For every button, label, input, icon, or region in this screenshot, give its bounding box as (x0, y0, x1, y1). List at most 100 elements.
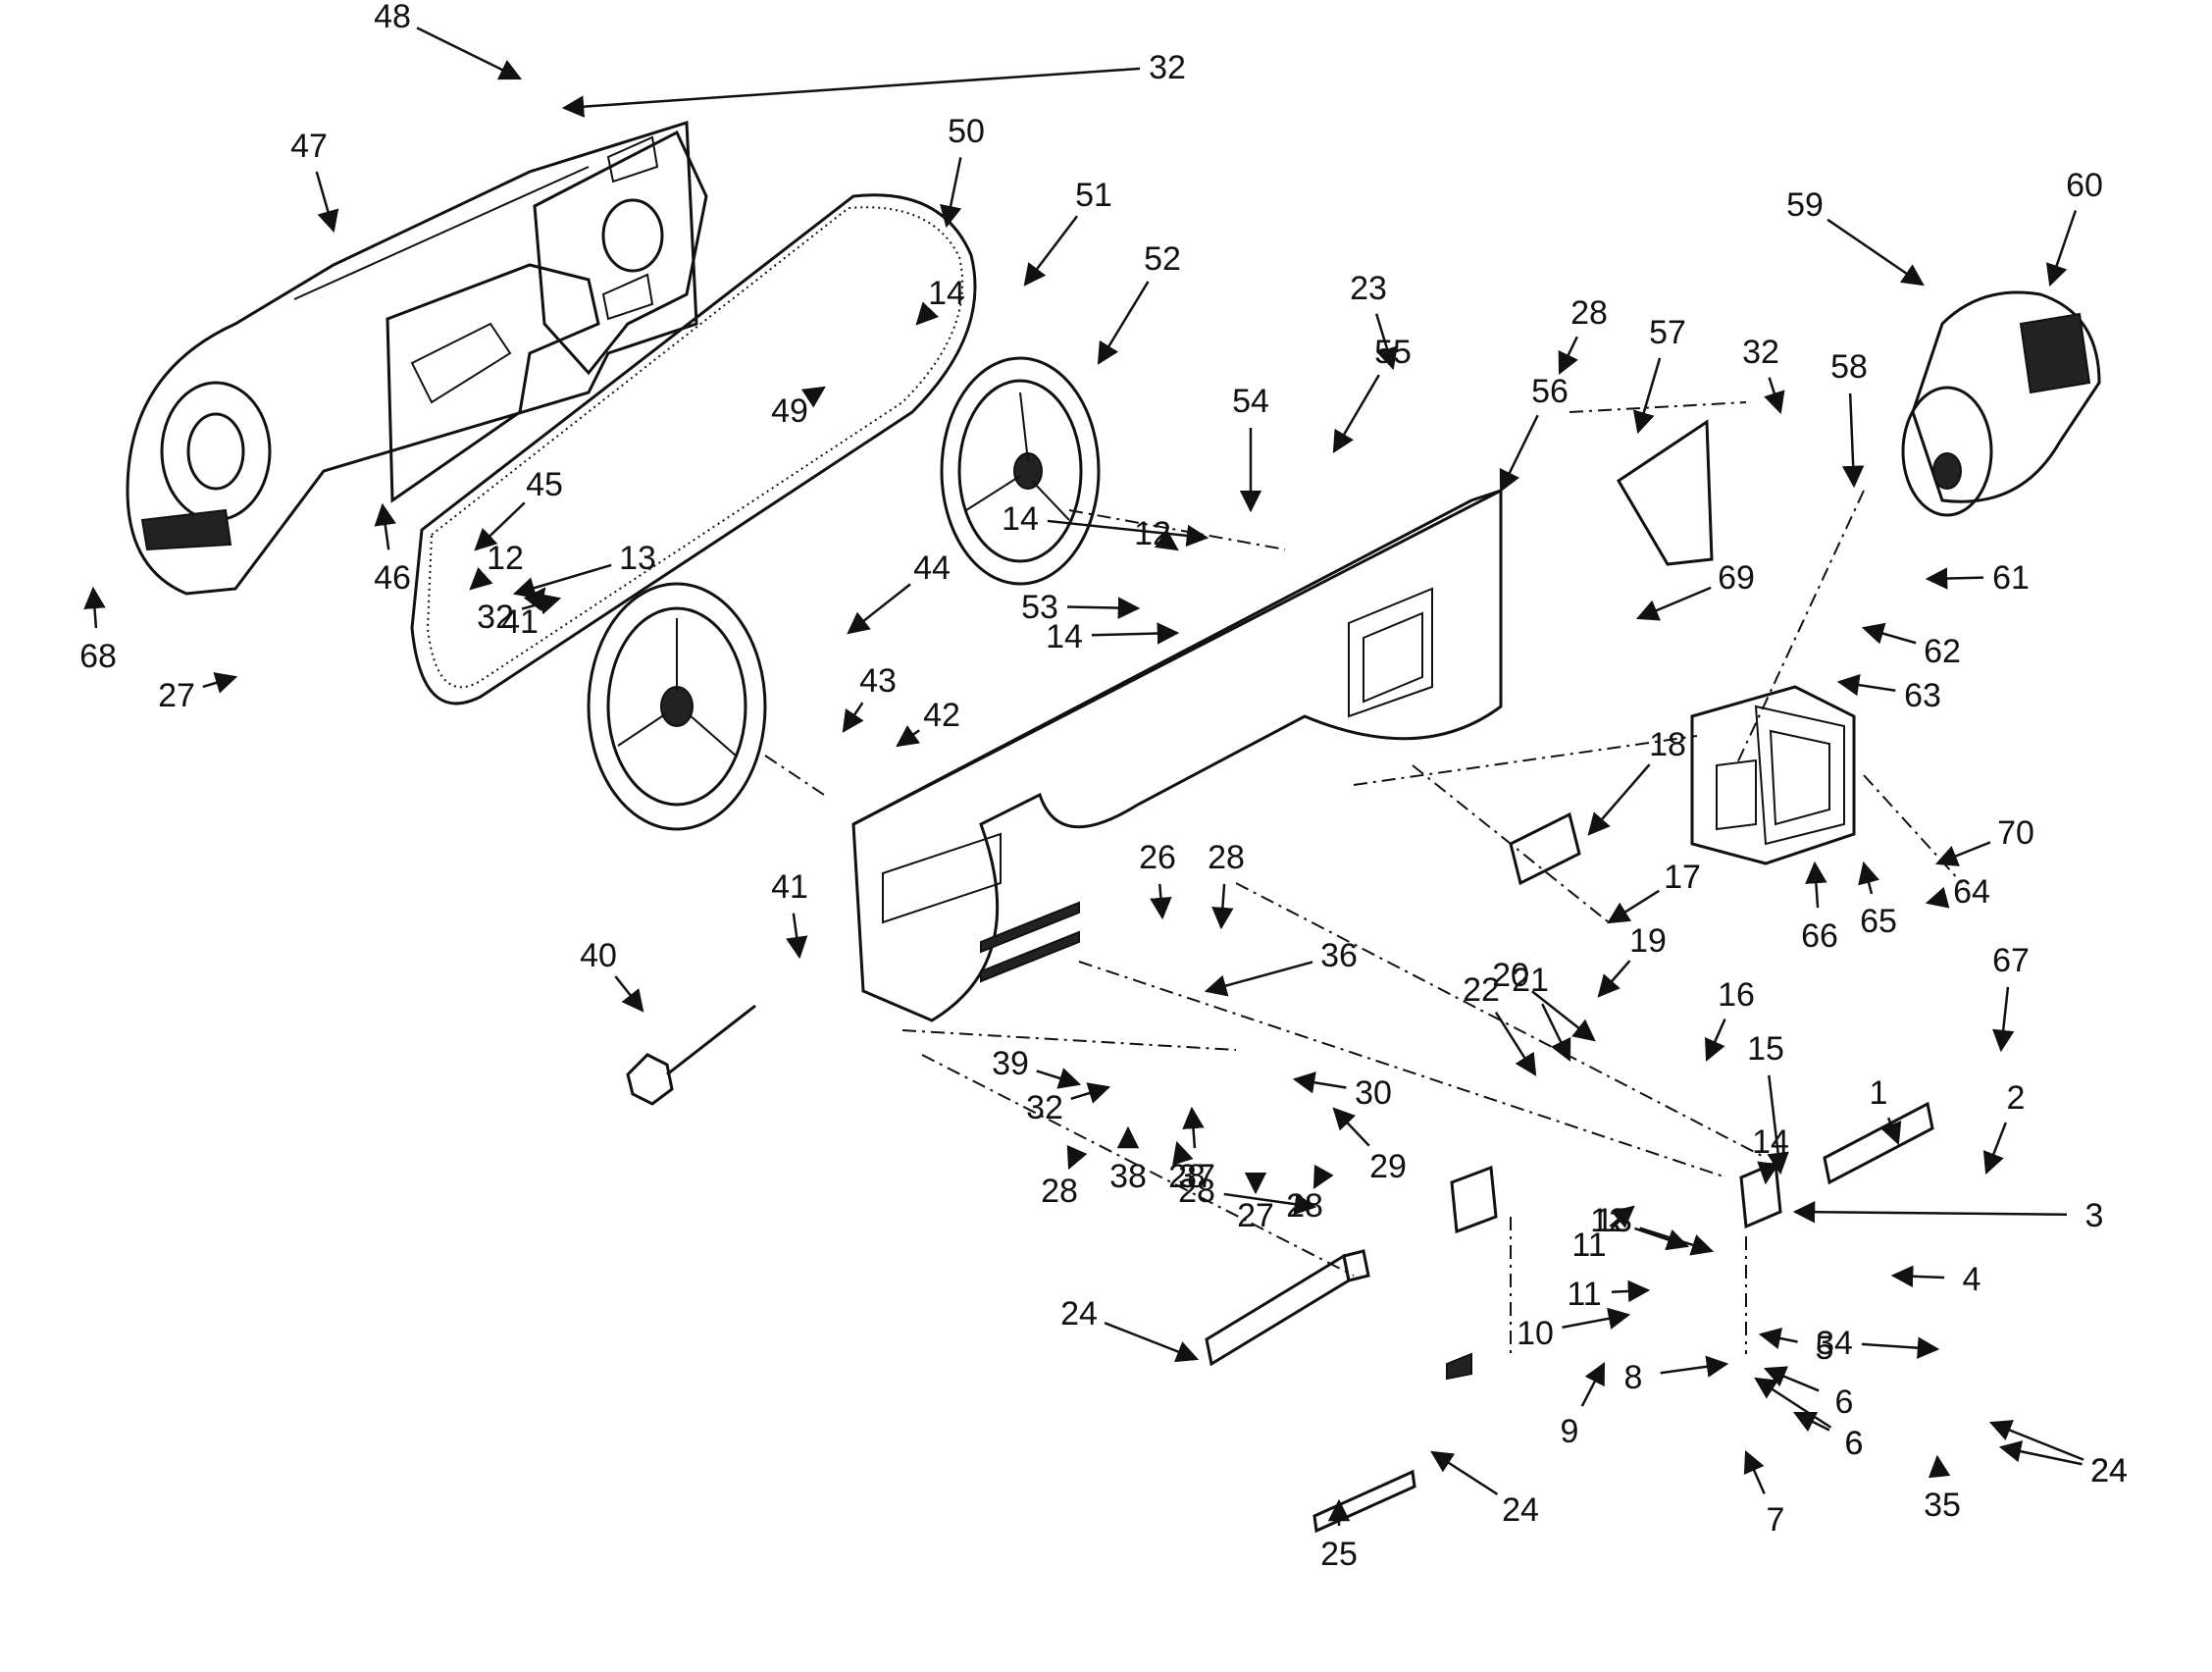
callout-arrow-67 (1992, 986, 2015, 1053)
callout-arrow-2 (1982, 1122, 2007, 1176)
callout-56: 56 (1531, 373, 1569, 410)
callout-48: 48 (374, 0, 411, 35)
main-frame (851, 488, 1503, 1022)
callout-14: 14 (928, 275, 965, 312)
assembly-lines (764, 401, 1963, 1354)
callout-51: 51 (1075, 177, 1112, 214)
callout-29: 29 (1369, 1148, 1407, 1185)
callout-arrow-59 (1826, 218, 1925, 287)
callout-42: 42 (923, 697, 960, 734)
callout-11: 11 (1571, 1227, 1606, 1264)
callout-arrow-70 (1934, 841, 1991, 866)
callout-arrow-4 (1890, 1265, 1945, 1288)
saw-blade (410, 193, 977, 705)
switch-box (1509, 811, 1581, 886)
callout-8: 8 (1624, 1359, 1643, 1396)
callout-23: 23 (1350, 270, 1387, 307)
callout-32: 32 (477, 599, 514, 636)
callout-13: 13 (1595, 1202, 1632, 1239)
callout-arrow-24 (1104, 1322, 1200, 1363)
upper-wheel-cover (126, 120, 698, 596)
callout-arrow-41 (786, 913, 808, 960)
callout-22: 22 (1463, 971, 1500, 1009)
callout-12: 12 (487, 540, 524, 577)
callout-arrow-24 (1998, 1440, 2083, 1466)
callout-13: 13 (619, 540, 656, 577)
callout-arrow-58 (1841, 392, 1865, 489)
callout-36: 36 (1320, 937, 1358, 974)
guide-bracket-right (1739, 1160, 1782, 1229)
callout-arrow-40 (614, 975, 644, 1013)
callout-arrow-17 (1607, 889, 1660, 924)
callout-arrow-29 (1332, 1107, 1370, 1147)
callout-arrow-65 (1858, 861, 1879, 895)
callout-14: 14 (1752, 1123, 1789, 1161)
callout-26: 26 (1139, 839, 1176, 876)
callout-27: 27 (1237, 1197, 1274, 1234)
motor (1901, 290, 2101, 517)
callout-arrow-47 (315, 171, 339, 234)
callout-arrow-41 (523, 587, 546, 611)
callout-6: 6 (1845, 1425, 1864, 1462)
callout-63: 63 (1904, 677, 1941, 714)
callout-27: 27 (158, 677, 195, 714)
callout-arrow-32 (561, 67, 1141, 118)
callout-49: 49 (771, 392, 808, 430)
callout-arrow-8 (1660, 1355, 1729, 1378)
callout-arrow-26 (1150, 883, 1172, 920)
callout-arrow-66 (1805, 861, 1827, 909)
callout-34: 34 (1816, 1325, 1853, 1362)
callout-arrow-28 (1223, 1192, 1317, 1216)
blade-guide-strip (1312, 1469, 1416, 1534)
callout-24: 24 (2090, 1452, 2128, 1489)
callout-40: 40 (580, 937, 617, 974)
callout-28: 28 (1208, 839, 1245, 876)
callout-arrow-32 (1070, 1082, 1111, 1104)
callout-69: 69 (1718, 559, 1755, 597)
guide-bracket-left (1446, 1165, 1498, 1381)
callout-57: 57 (1649, 314, 1686, 351)
callout-32: 32 (1026, 1089, 1063, 1126)
callout-arrow-28 (1066, 1144, 1088, 1171)
callout-arrow-53 (1066, 597, 1141, 619)
callout-arrow-63 (1836, 673, 1896, 697)
callout-arrow-61 (1925, 567, 1984, 590)
callout-arrow-48 (416, 26, 523, 80)
callout-19: 19 (1629, 922, 1667, 960)
callout-37: 37 (1178, 1158, 1215, 1195)
callout-arrow-14 (1047, 519, 1209, 548)
callout-arrow-28 (1172, 1140, 1194, 1166)
callout-25: 25 (1320, 1536, 1358, 1573)
callout-arrow-39 (1036, 1068, 1082, 1089)
callout-14: 14 (1002, 500, 1039, 538)
callout-7: 7 (1767, 1501, 1785, 1539)
callout-arrow-69 (1635, 586, 1712, 621)
callout-28: 28 (1178, 1173, 1215, 1210)
callout-58: 58 (1830, 348, 1868, 386)
callout-arrow-11 (1609, 1205, 1635, 1228)
callout-16: 16 (1718, 976, 1755, 1014)
callout-24: 24 (1060, 1295, 1098, 1332)
callout-61: 61 (1992, 559, 2030, 597)
callout-arrow-12 (469, 567, 493, 591)
callout-67: 67 (1992, 942, 2030, 979)
callout-20: 20 (1492, 957, 1529, 994)
callout-52: 52 (1144, 240, 1181, 278)
callout-arrow-49 (800, 386, 826, 408)
callout-24: 24 (2090, 1452, 2128, 1489)
callout-9: 9 (1561, 1413, 1579, 1450)
callout-arrow-20 (1531, 990, 1596, 1042)
callout-arrow-36 (1204, 961, 1313, 997)
callout-arrow-24 (1988, 1420, 2084, 1461)
callout-6: 6 (1835, 1384, 1854, 1421)
callout-arrow-68 (83, 586, 106, 629)
callout-arrow-9 (1580, 1361, 1606, 1407)
lower-wheel (587, 582, 767, 831)
gearbox (1690, 685, 1856, 865)
callout-4: 4 (1963, 1261, 1981, 1298)
callout-10: 10 (1517, 1315, 1554, 1352)
callout-arrow-14 (1757, 1161, 1779, 1185)
callout-53: 53 (1021, 589, 1058, 626)
callout-64: 64 (1953, 873, 1990, 911)
callout-arrow-64 (1925, 886, 1950, 909)
